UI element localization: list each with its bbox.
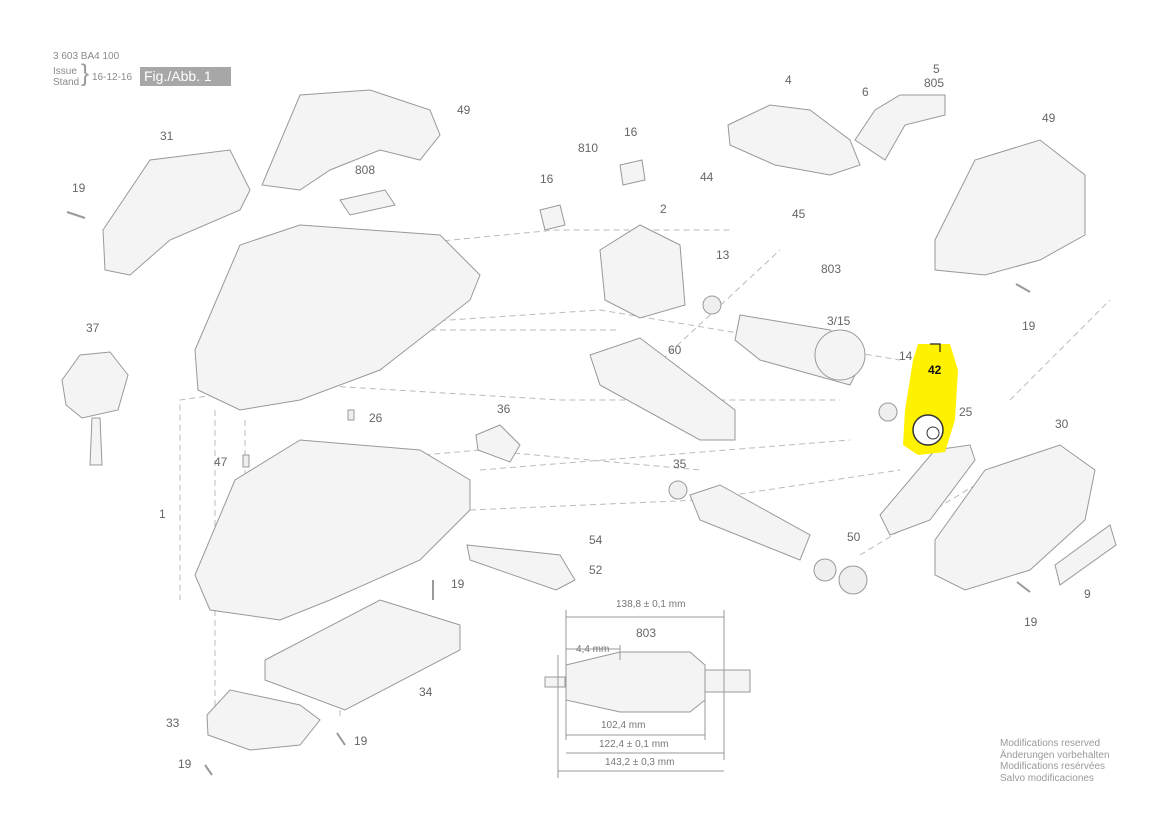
part-803-drive-armature	[689, 484, 811, 561]
part-4-switch	[727, 104, 861, 176]
label-part-19: 19	[72, 181, 86, 195]
part-9-label	[1054, 524, 1117, 586]
label-part-803: 803	[821, 262, 842, 276]
part-42-leader-line	[930, 343, 941, 352]
notice-line-de: Änderungen vorbehalten	[1000, 749, 1110, 761]
label-part-805: 805	[924, 76, 945, 90]
part-2-stator	[599, 224, 686, 319]
issue-date: 16-12-16	[92, 72, 133, 83]
part-16-right-block	[619, 159, 646, 186]
part-37-shaft	[89, 417, 103, 466]
label-part-16: 16	[624, 125, 638, 139]
part-35-bushing	[668, 480, 688, 500]
label-part-47: 47	[214, 455, 228, 469]
label-part-42-highlighted: 42	[928, 363, 942, 377]
part-52-rail	[466, 544, 576, 591]
label-part-808: 808	[355, 163, 376, 177]
label-part-5: 5	[933, 62, 940, 76]
dimension-lines	[557, 610, 725, 778]
part-16-left-block	[539, 204, 566, 231]
modifications-notice: Modifications reserved Änderungen vorbeh…	[1000, 738, 1110, 784]
part-47-pin	[242, 454, 250, 468]
dimension-overall-length: 138,8 ± 0,1 mm	[616, 599, 686, 610]
part-34-soleplate	[264, 599, 461, 711]
label-part-3-15: 3/15	[827, 314, 851, 328]
label-part-19: 19	[354, 734, 368, 748]
part-42-pulley-bore	[926, 426, 940, 440]
part-49-grip-cover	[261, 89, 441, 191]
label-part-19: 19	[178, 757, 192, 771]
part-31-cover	[102, 149, 251, 276]
label-part-19: 19	[1022, 319, 1036, 333]
label-part-52: 52	[589, 563, 603, 577]
label-part-36: 36	[497, 402, 511, 416]
part-6-cable-sleeve	[854, 94, 946, 161]
part-60-tube	[589, 337, 736, 441]
label-part-19: 19	[1024, 615, 1038, 629]
armature-side-view	[565, 651, 706, 713]
armature-shaft-right	[704, 669, 751, 693]
label-part-44: 44	[700, 170, 714, 184]
part-33-plate	[206, 689, 321, 751]
label-part-1: 1	[159, 507, 166, 521]
dimension-mid-length: 122,4 ± 0,1 mm	[599, 739, 669, 750]
part-3-fan	[814, 329, 866, 381]
part-50-bearing	[813, 558, 837, 582]
part-1-housing-base	[194, 439, 471, 621]
part-36-clip	[475, 424, 521, 463]
figure-tag: Fig./Abb. 1	[140, 67, 231, 86]
label-part-49: 49	[457, 103, 471, 117]
label-part-60: 60	[668, 343, 682, 357]
screws	[66, 211, 1031, 776]
label-part-37: 37	[86, 321, 100, 335]
part-number: 3 603 BA4 100	[53, 51, 120, 62]
stand-label: Stand	[53, 77, 80, 88]
part-49-handle	[934, 139, 1086, 276]
label-part-30: 30	[1055, 417, 1069, 431]
label-part-6: 6	[862, 85, 869, 99]
small-parts	[242, 295, 898, 595]
label-part-31: 31	[160, 129, 174, 143]
label-part-9: 9	[1084, 587, 1091, 601]
label-part-803: 803	[636, 626, 657, 640]
notice-line-fr: Modifications resérvées	[1000, 761, 1106, 772]
notice-line-es: Salvo modificaciones	[1000, 772, 1094, 784]
label-part-26: 26	[369, 411, 383, 425]
label-part-19: 19	[451, 577, 465, 591]
dimension-total-length: 143,2 ± 0,3 mm	[605, 757, 675, 768]
dimension-core-length: 102,4 mm	[601, 720, 646, 731]
part-14-washer	[878, 402, 898, 422]
armature-dimension-drawing	[544, 651, 751, 713]
label-part-14: 14	[899, 349, 913, 363]
label-part-13: 13	[716, 248, 730, 262]
part-30-belt-cover	[934, 444, 1096, 591]
part-1-housing-top	[194, 224, 481, 411]
label-part-49: 49	[1042, 111, 1056, 125]
brace-glyph: }	[81, 60, 90, 87]
label-part-810: 810	[578, 141, 599, 155]
issue-label: Issue	[53, 66, 77, 77]
label-part-54: 54	[589, 533, 603, 547]
label-part-45: 45	[792, 207, 806, 221]
label-part-33: 33	[166, 716, 180, 730]
label-part-34: 34	[419, 685, 433, 699]
part-37-knob	[61, 351, 129, 419]
part-26-pin	[347, 409, 355, 421]
dimension-shaft-offset: 4,4 mm	[576, 644, 610, 655]
label-part-16: 16	[540, 172, 554, 186]
label-part-50: 50	[847, 530, 861, 544]
part-shapes	[61, 89, 1117, 751]
notice-line-en: Modifications reserved	[1000, 738, 1101, 749]
part-808-label	[339, 189, 396, 216]
label-part-35: 35	[673, 457, 687, 471]
label-part-25: 25	[959, 405, 973, 419]
label-part-2: 2	[660, 202, 667, 216]
armature-shaft-left	[544, 676, 566, 688]
part-50-pulley	[838, 565, 868, 595]
part-13-bearing	[702, 295, 722, 315]
label-part-4: 4	[785, 73, 792, 87]
